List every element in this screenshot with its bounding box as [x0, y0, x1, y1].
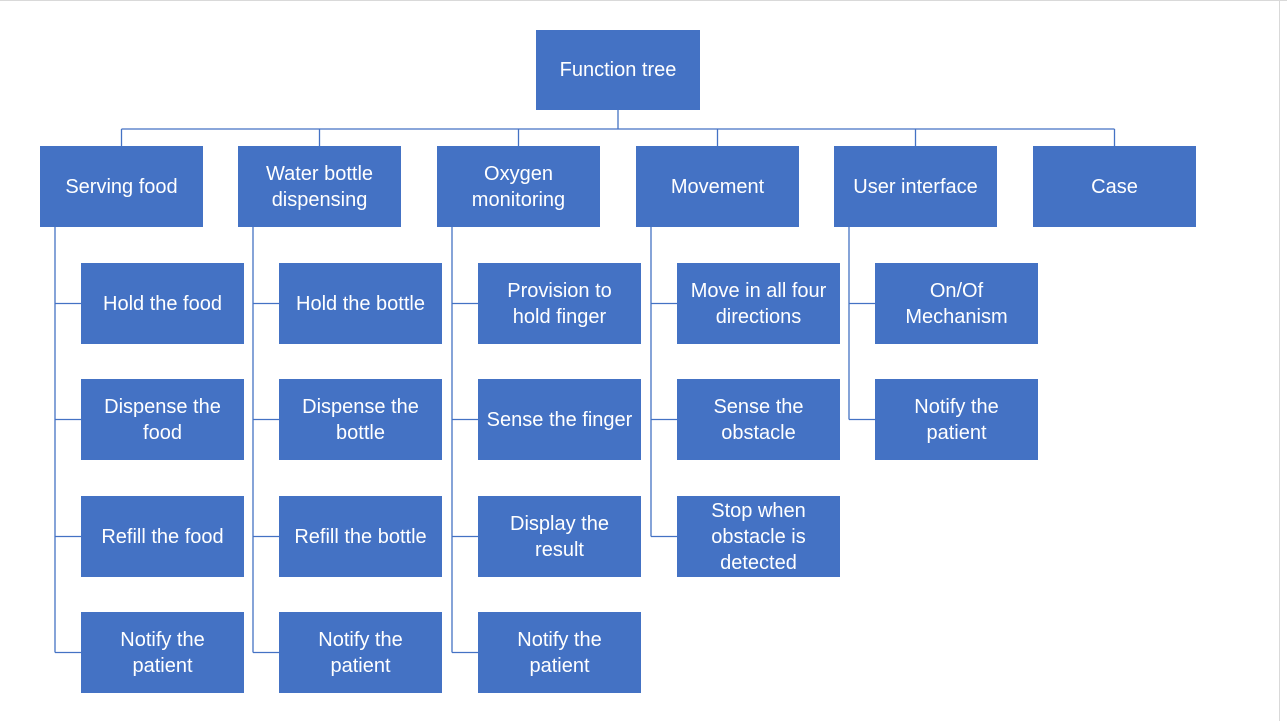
child-node: Sense the finger: [478, 379, 641, 460]
child-node: Provision to hold finger: [478, 263, 641, 344]
child-node: Stop when obstacle is detected: [677, 496, 840, 577]
child-node: On/Of Mechanism: [875, 263, 1038, 344]
child-node: Refill the food: [81, 496, 244, 577]
branch-node: Case: [1033, 146, 1196, 227]
child-node: Sense the obstacle: [677, 379, 840, 460]
child-node: Refill the bottle: [279, 496, 442, 577]
branch-node: Water bottle dispensing: [238, 146, 401, 227]
child-node: Notify the patient: [875, 379, 1038, 460]
child-node: Display the result: [478, 496, 641, 577]
branch-node: Movement: [636, 146, 799, 227]
child-node: Notify the patient: [279, 612, 442, 693]
child-node: Hold the bottle: [279, 263, 442, 344]
window-right-border: [1279, 0, 1280, 721]
child-node: Move in all four directions: [677, 263, 840, 344]
branch-node: Oxygen monitoring: [437, 146, 600, 227]
branch-node: Serving food: [40, 146, 203, 227]
child-node: Hold the food: [81, 263, 244, 344]
child-node: Notify the patient: [478, 612, 641, 693]
child-node: Dispense the bottle: [279, 379, 442, 460]
root-node: Function tree: [536, 30, 700, 110]
child-node: Notify the patient: [81, 612, 244, 693]
child-node: Dispense the food: [81, 379, 244, 460]
window-top-border: [0, 0, 1287, 1]
branch-node: User interface: [834, 146, 997, 227]
